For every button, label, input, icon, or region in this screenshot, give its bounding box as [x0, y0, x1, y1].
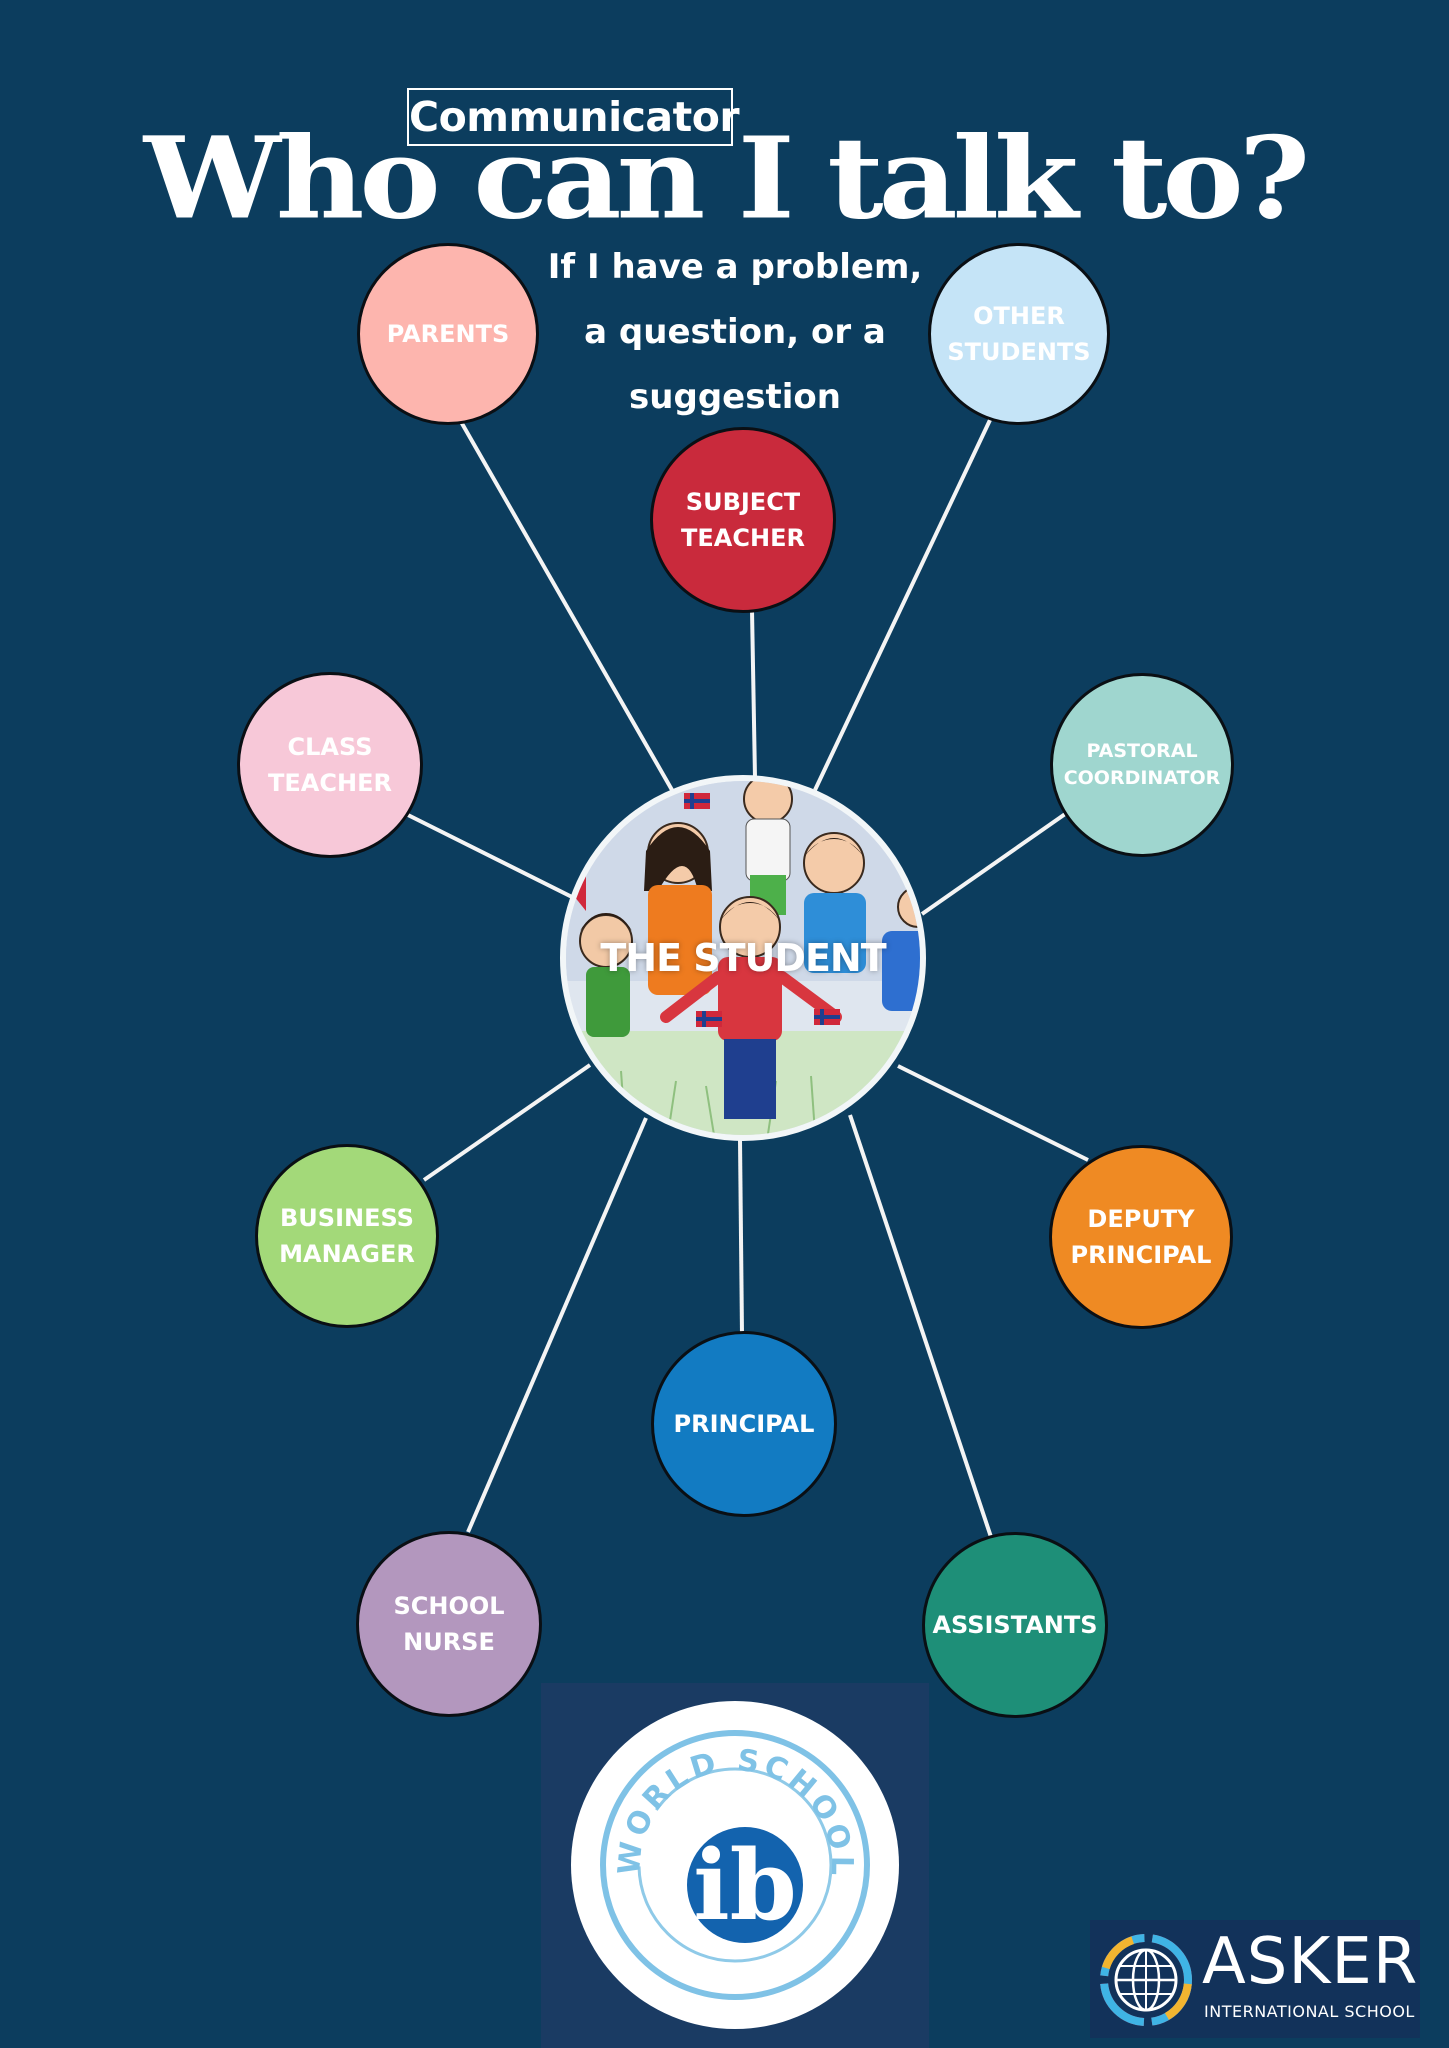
connector-class-teacher: [407, 813, 573, 899]
asker-logo: ASKER INTERNATIONAL SCHOOL: [1090, 1920, 1420, 2038]
student-label: THE STUDENT: [600, 936, 886, 980]
node-principal: PRINCIPAL: [651, 1331, 837, 1517]
asker-name: ASKER: [1202, 1925, 1419, 1999]
node-parents: PARENTS: [357, 243, 539, 425]
node-label: CLASS TEACHER: [268, 733, 392, 797]
connector-pastoral-coordinator: [920, 810, 1070, 916]
node-assistants: ASSISTANTS: [922, 1532, 1108, 1718]
node-label: ASSISTANTS: [932, 1611, 1098, 1639]
subtitle-line: If I have a problem,: [547, 247, 923, 287]
node-label: PASTORAL COORDINATOR: [1063, 740, 1221, 789]
globe-icon: [1100, 1934, 1192, 2026]
node-class-teacher: CLASS TEACHER: [237, 672, 423, 858]
node-label: PRINCIPAL: [673, 1410, 815, 1438]
connector-assistants: [848, 1114, 994, 1541]
communicator-tag: Communicator: [407, 88, 740, 146]
connector-school-nurse: [466, 1117, 648, 1533]
connector-parents: [458, 419, 674, 791]
node-other-students: OTHER STUDENTS: [928, 243, 1110, 425]
node-label: PARENTS: [386, 320, 510, 348]
subtitle-line: suggestion: [629, 377, 841, 417]
node-label: DEPUTY PRINCIPAL: [1070, 1205, 1212, 1269]
node-school-nurse: SCHOOL NURSE: [356, 1531, 542, 1717]
node-business-manager: BUSINESS MANAGER: [255, 1144, 439, 1328]
ib-logo-mark: WORLD SCHOOL ib: [600, 1730, 870, 2000]
node-pastoral-coordinator: PASTORAL COORDINATOR: [1050, 673, 1234, 857]
node-subject-teacher: SUBJECT TEACHER: [650, 427, 836, 613]
children-drawing: [566, 781, 920, 1135]
node-label: OTHER STUDENTS: [947, 302, 1091, 366]
subtitle: If I have a problem, a question, or a su…: [520, 235, 950, 430]
ib-world-school-logo: WORLD SCHOOL ib: [541, 1683, 929, 2048]
connector-business-manager: [422, 1063, 592, 1182]
subtitle-line: a question, or a: [584, 312, 886, 352]
asker-subtitle: INTERNATIONAL SCHOOL: [1204, 2002, 1415, 2021]
student-circle: THE STUDENT: [560, 775, 926, 1141]
connector-principal: [738, 1139, 744, 1336]
node-label: SUBJECT TEACHER: [681, 488, 805, 552]
node-label: BUSINESS MANAGER: [279, 1204, 415, 1268]
connector-subject-teacher: [750, 609, 757, 779]
node-label: SCHOOL NURSE: [393, 1592, 505, 1656]
connector-other-students: [813, 419, 992, 791]
connector-deputy-principal: [897, 1064, 1089, 1162]
ib-mark-text: ib: [693, 1829, 797, 1942]
node-deputy-principal: DEPUTY PRINCIPAL: [1049, 1145, 1233, 1329]
